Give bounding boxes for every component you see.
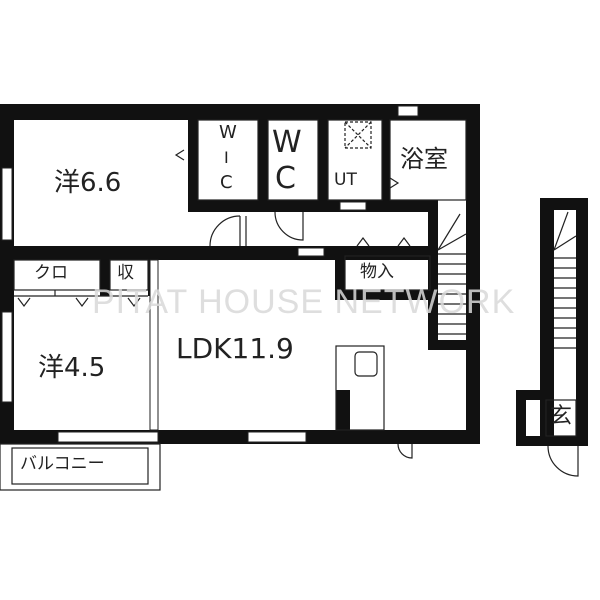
closet-label: クロ [34,263,68,283]
storeroom-label: 物入 [360,262,394,282]
bathroom-label: 浴室 [400,145,448,173]
balcony-label: バルコニー [20,454,105,474]
wc-label-c: C [275,161,296,196]
storage-label: 収 [117,263,134,283]
watermark: PITAT HOUSE NETWORK [92,283,516,321]
entrance-label: 玄 [550,404,573,429]
wic-label-i: I [224,148,229,167]
room-label-ldk: LDK11.9 [176,332,294,365]
wic-label-w: W [219,122,237,143]
wc-label-w: W [272,125,302,160]
room-label-western-6-6: 洋6.6 [54,168,122,198]
utility-label: UT [334,170,357,190]
room-label-western-4-5: 洋4.5 [38,353,106,383]
wic-label-c: C [220,172,233,193]
